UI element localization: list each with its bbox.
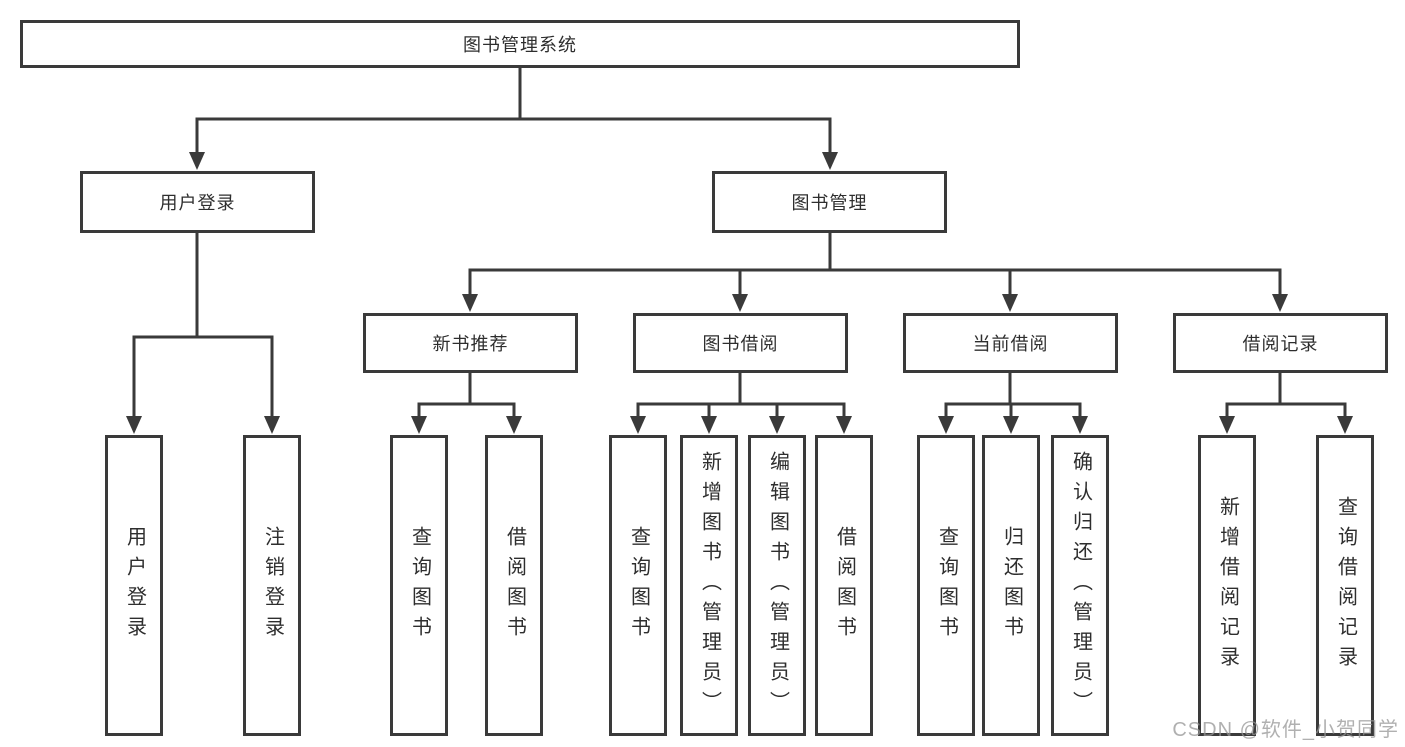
leaf-bb-borrow-books: 借阅图书 bbox=[815, 435, 873, 736]
arrow-icon bbox=[836, 416, 852, 434]
node-book-management-system: 图书管理系统 bbox=[20, 20, 1020, 68]
leaf-bb-edit-books-admin: 编辑图书（管理员） bbox=[748, 435, 806, 736]
arrow-icon bbox=[822, 152, 838, 170]
arrow-icon bbox=[1219, 416, 1235, 434]
arrow-icon bbox=[462, 294, 478, 312]
arrow-icon bbox=[769, 416, 785, 434]
leaf-cb-query-books: 查询图书 bbox=[917, 435, 975, 736]
leaf-br-add-borrow-record: 新增借阅记录 bbox=[1198, 435, 1256, 736]
arrow-icon bbox=[1272, 294, 1288, 312]
node-label: 图书借阅 bbox=[702, 334, 779, 354]
arrow-icon bbox=[1002, 294, 1018, 312]
node-label: 图书管理系统 bbox=[463, 35, 577, 55]
node-label: 新书推荐 bbox=[432, 334, 509, 354]
level2-bar bbox=[195, 117, 832, 155]
node-label: 查询图书 bbox=[627, 525, 650, 646]
node-label: 确认归还（管理员） bbox=[1069, 450, 1092, 721]
leaf-cb-confirm-return-admin: 确认归还（管理员） bbox=[1051, 435, 1109, 736]
node-label: 查询图书 bbox=[408, 525, 431, 646]
node-user-login: 用户登录 bbox=[80, 171, 315, 233]
leaf-nbr-query-books: 查询图书 bbox=[390, 435, 448, 736]
node-label: 编辑图书（管理员） bbox=[766, 450, 789, 721]
leaf-bb-add-books-admin: 新增图书（管理员） bbox=[680, 435, 738, 736]
node-label: 查询图书 bbox=[935, 525, 958, 646]
user-login-branch bbox=[132, 231, 274, 419]
arrow-icon bbox=[938, 416, 954, 434]
watermark: CSDN @软件_小贺同学 bbox=[1172, 719, 1399, 741]
arrow-icon bbox=[506, 416, 522, 434]
node-label: 用户登录 bbox=[123, 525, 146, 646]
node-label: 新增借阅记录 bbox=[1216, 495, 1239, 676]
node-new-book-recommendation: 新书推荐 bbox=[363, 313, 578, 373]
leaf-nbr-borrow-books: 借阅图书 bbox=[485, 435, 543, 736]
arrow-icon bbox=[1003, 416, 1019, 434]
arrow-icon bbox=[1337, 416, 1353, 434]
leaf-logout-login: 注销登录 bbox=[243, 435, 301, 736]
leaf-bb-query-books: 查询图书 bbox=[609, 435, 667, 736]
node-borrowing-records: 借阅记录 bbox=[1173, 313, 1388, 373]
new-book-recommendation-branch bbox=[417, 371, 516, 419]
arrow-icon bbox=[126, 416, 142, 434]
node-book-borrowing: 图书借阅 bbox=[633, 313, 848, 373]
current-borrowing-branch bbox=[944, 371, 1082, 419]
node-label: 借阅记录 bbox=[1242, 334, 1319, 354]
node-current-borrowing: 当前借阅 bbox=[903, 313, 1118, 373]
arrow-icon bbox=[701, 416, 717, 434]
node-label: 新增图书（管理员） bbox=[698, 450, 721, 721]
arrow-icon bbox=[1072, 416, 1088, 434]
node-book-management: 图书管理 bbox=[712, 171, 947, 233]
leaf-cb-return-books: 归还图书 bbox=[982, 435, 1040, 736]
book-management-branch bbox=[468, 231, 1282, 297]
leaf-user-login: 用户登录 bbox=[105, 435, 163, 736]
node-label: 查询借阅记录 bbox=[1334, 495, 1357, 676]
book-borrowing-branch bbox=[636, 371, 846, 419]
arrow-icon bbox=[189, 152, 205, 170]
arrow-icon bbox=[264, 416, 280, 434]
node-label: 注销登录 bbox=[261, 525, 284, 646]
arrow-icon bbox=[411, 416, 427, 434]
node-label: 归还图书 bbox=[1000, 525, 1023, 646]
leaf-br-query-borrow-record: 查询借阅记录 bbox=[1316, 435, 1374, 736]
node-label: 借阅图书 bbox=[503, 525, 526, 646]
node-label: 用户登录 bbox=[159, 193, 236, 213]
arrow-icon bbox=[732, 294, 748, 312]
borrowing-records-branch bbox=[1225, 371, 1347, 419]
node-label: 图书管理 bbox=[791, 193, 868, 213]
node-label: 当前借阅 bbox=[972, 334, 1049, 354]
node-label: 借阅图书 bbox=[833, 525, 856, 646]
arrow-icon bbox=[630, 416, 646, 434]
